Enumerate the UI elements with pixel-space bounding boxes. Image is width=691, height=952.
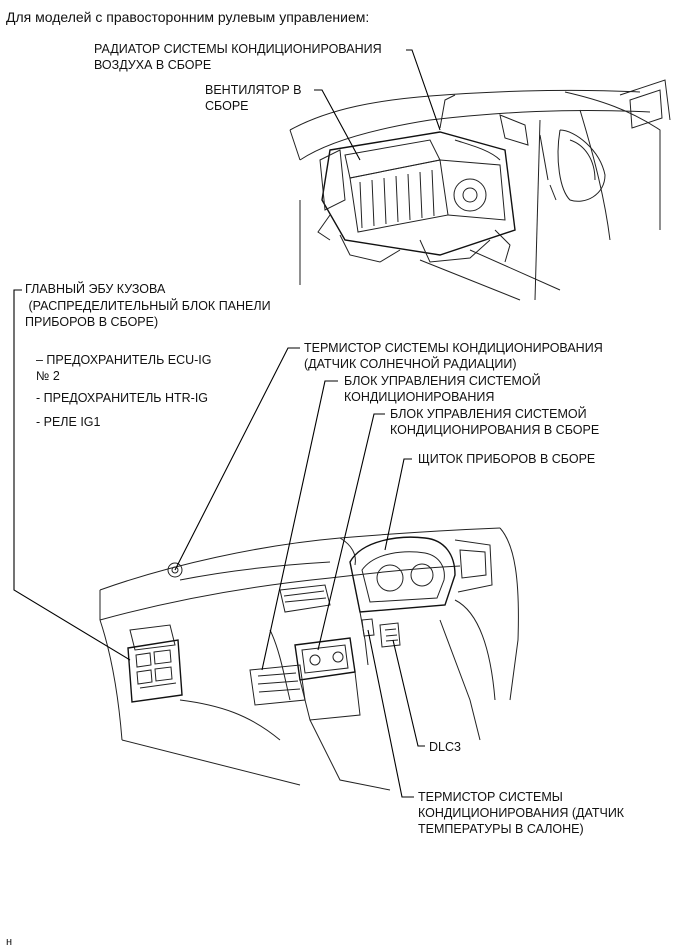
label-fuse-ecu-ig: – ПРЕДОХРАНИТЕЛЬ ECU-IG № 2	[36, 353, 212, 383]
label-ac-control: БЛОК УПРАВЛЕНИЯ СИСТЕМОЙ КОНДИЦИОНИРОВАН…	[344, 374, 541, 404]
label-radiator: РАДИАТОР СИСТЕМЫ КОНДИЦИОНИРОВАНИЯ ВОЗДУ…	[94, 42, 382, 72]
label-dlc3: DLC3	[429, 740, 461, 754]
label-fan: ВЕНТИЛЯТОР В СБОРЕ	[205, 83, 302, 113]
page-title: Для моделей с правосторонним рулевым упр…	[6, 9, 370, 25]
label-fuse-htr-ig: - ПРЕДОХРАНИТЕЛЬ HTR-IG	[36, 391, 209, 405]
label-solar-sensor: ТЕРМИСТОР СИСТЕМЫ КОНДИЦИОНИРОВАНИЯ (ДАТ…	[304, 341, 603, 371]
label-relay-ig1: - РЕЛЕ IG1	[36, 415, 101, 429]
bottom-dashboard-drawing	[99, 527, 519, 791]
leader-lines	[13, 49, 441, 798]
label-room-sensor: ТЕРМИСТОР СИСТЕМЫ КОНДИЦИОНИРОВАНИЯ (ДАТ…	[418, 790, 625, 836]
footer-code: н	[6, 936, 13, 948]
top-dashboard-drawing	[289, 79, 671, 301]
label-main-ecu: ГЛАВНЫЙ ЭБУ КУЗОВА (РАСПРЕДЕЛИТЕЛЬНЫЙ БЛ…	[25, 282, 271, 329]
label-instrument-cluster: ЩИТОК ПРИБОРОВ В СБОРЕ	[418, 452, 596, 466]
label-ac-control-assy: БЛОК УПРАВЛЕНИЯ СИСТЕМОЙ КОНДИЦИОНИРОВАН…	[390, 407, 600, 437]
